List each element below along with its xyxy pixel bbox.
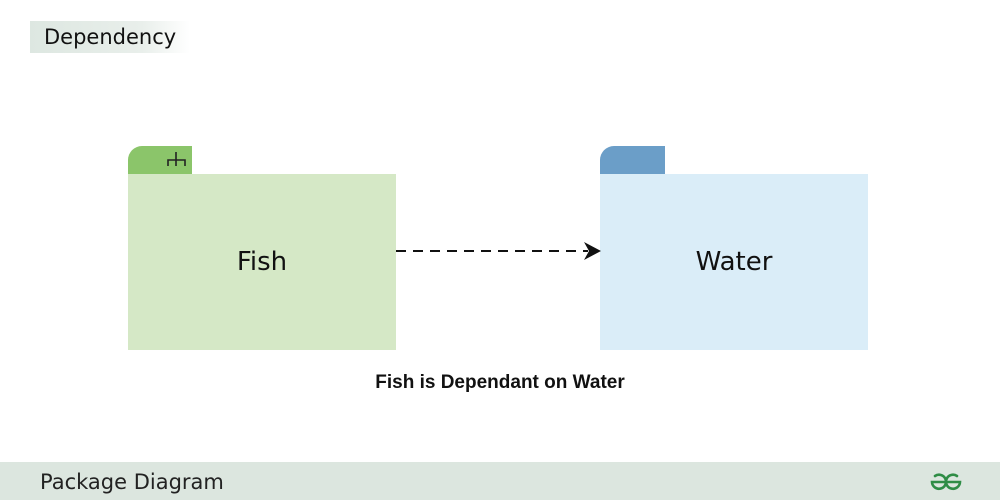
diagram-title: Dependency bbox=[30, 21, 190, 53]
arrow-head-icon bbox=[584, 242, 601, 260]
water-package-label: Water bbox=[695, 247, 773, 277]
footer-title: Package Diagram bbox=[40, 470, 224, 494]
water-package-tab bbox=[600, 146, 665, 175]
water-package: Water bbox=[600, 174, 868, 350]
subsystem-icon bbox=[167, 152, 186, 166]
fish-package-label: Fish bbox=[236, 247, 288, 277]
fish-package-tab bbox=[128, 146, 192, 175]
diagram-caption: Fish is Dependant on Water bbox=[375, 372, 625, 393]
footer-bar: Package Diagram bbox=[0, 462, 1000, 500]
fish-package: Fish bbox=[128, 174, 396, 350]
gfg-logo-icon bbox=[930, 473, 962, 491]
